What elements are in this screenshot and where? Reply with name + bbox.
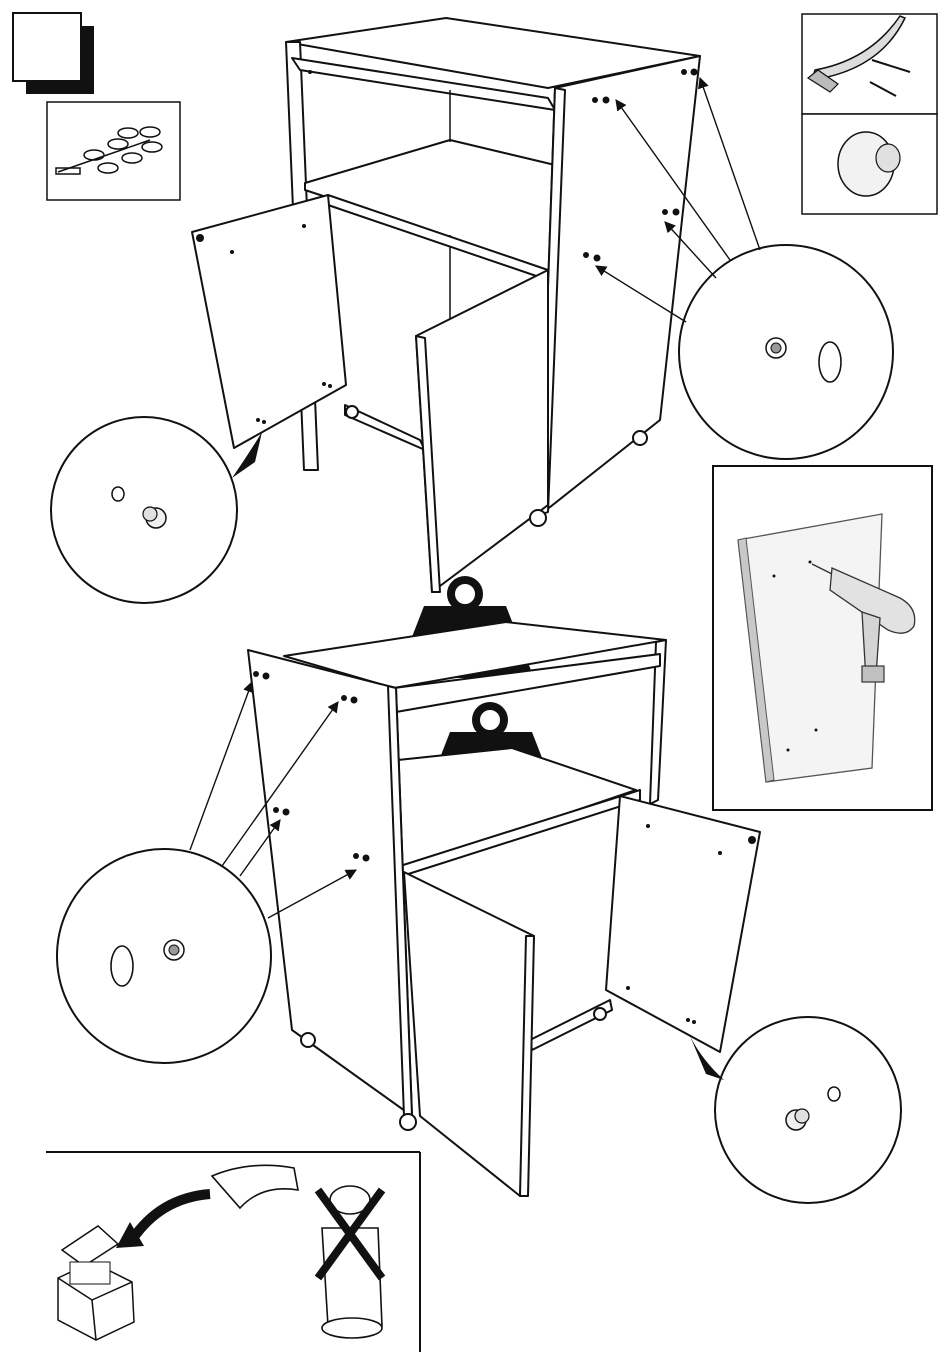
disposal-info-panel: [46, 1152, 420, 1352]
top-cabinet: [192, 18, 700, 592]
curved-arrow-icon: [116, 1194, 210, 1248]
drill-instruction-box: [713, 466, 932, 810]
hardware-box-hinges: [47, 102, 180, 200]
hardware-box-handles: [802, 14, 937, 214]
bottom-cabinet: [248, 622, 760, 1196]
step-marker: [13, 13, 94, 94]
callout-knob-top: [51, 417, 262, 603]
instructions-booklet-icon: [212, 1165, 298, 1208]
no-trash-icon: [318, 1186, 382, 1338]
